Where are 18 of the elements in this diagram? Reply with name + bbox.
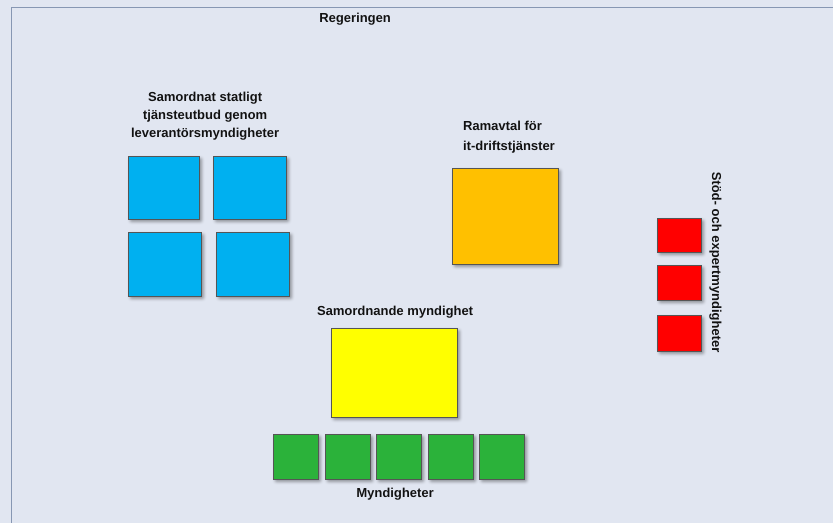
square-tile — [657, 218, 702, 253]
group-heading: Myndigheter — [355, 484, 435, 502]
box-heading: Samordnande myndighet — [316, 302, 474, 320]
square-tile — [428, 434, 474, 480]
square-tile — [213, 156, 287, 220]
group-heading: Samordnat statligt tjänsteutbud genom leverantörsmyndigheter — [130, 88, 280, 142]
square-tile — [479, 434, 525, 480]
square-tile — [657, 265, 702, 301]
square-tile — [657, 315, 702, 352]
title-label: Regeringen — [318, 9, 392, 27]
box-heading: Ramavtal för it-driftstjänster — [463, 117, 556, 155]
square-tile — [216, 232, 290, 297]
square-tile — [128, 156, 200, 220]
group-heading: Stöd- och expertmyndigheter — [708, 170, 725, 354]
square-tile — [273, 434, 319, 480]
square-tile — [128, 232, 202, 297]
square-tile — [376, 434, 422, 480]
square-tile — [325, 434, 371, 480]
